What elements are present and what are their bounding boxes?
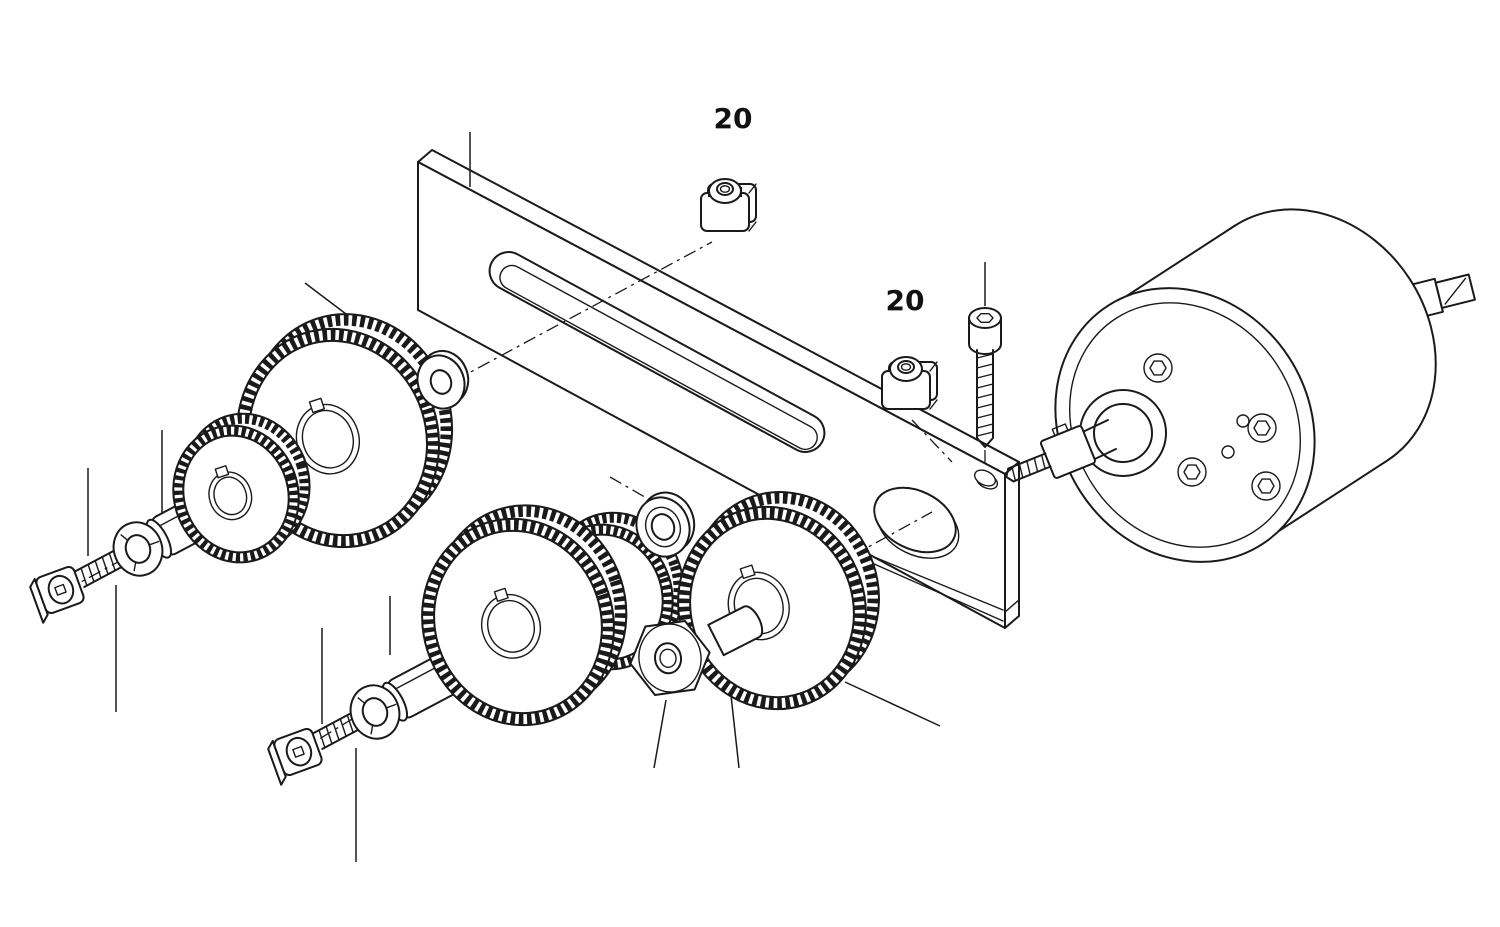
slotted-adjuster-arm [417,149,1020,629]
square-head-screw-upper [29,547,128,624]
face-screw-icon [1251,471,1281,501]
face-screw-icon [1247,413,1277,443]
hex-socket-icon [976,313,994,323]
clamp-bore [873,486,957,554]
clamp-split [861,551,1020,622]
arm-slot [488,251,826,453]
small-gear-upper-left [172,412,311,564]
motor-stud-thread [1005,452,1052,483]
keyway [308,397,326,414]
socket-head-cap-screw [968,307,1002,448]
face-screw-icon [1177,457,1207,487]
motor-face [1079,353,1281,501]
e-clip-upper [112,521,164,577]
t-nut-upper [700,178,757,232]
square-head-screw-lower [267,709,366,786]
hex-nut [629,619,711,697]
face-hole [1236,414,1250,428]
callout-20-right: 20 [886,284,925,317]
callouts: 20 20 [714,102,925,317]
tapped-hole [973,469,997,487]
screw-thread [74,547,128,588]
keyway [214,465,230,479]
keyway [739,564,756,580]
motor-front-shaft-and-stud [1005,419,1117,483]
face-screw-icon [1143,353,1173,383]
washer-center [635,491,696,558]
large-gear-center [421,504,628,727]
face-hole [1221,445,1235,459]
spacer-sleeve [707,605,764,657]
keyway [493,587,509,602]
washer-upper [416,349,470,410]
gearbox-motor [1054,208,1437,563]
e-clip-lower [349,684,401,740]
callout-20-upper: 20 [714,102,753,135]
t-nut-right [881,356,938,410]
